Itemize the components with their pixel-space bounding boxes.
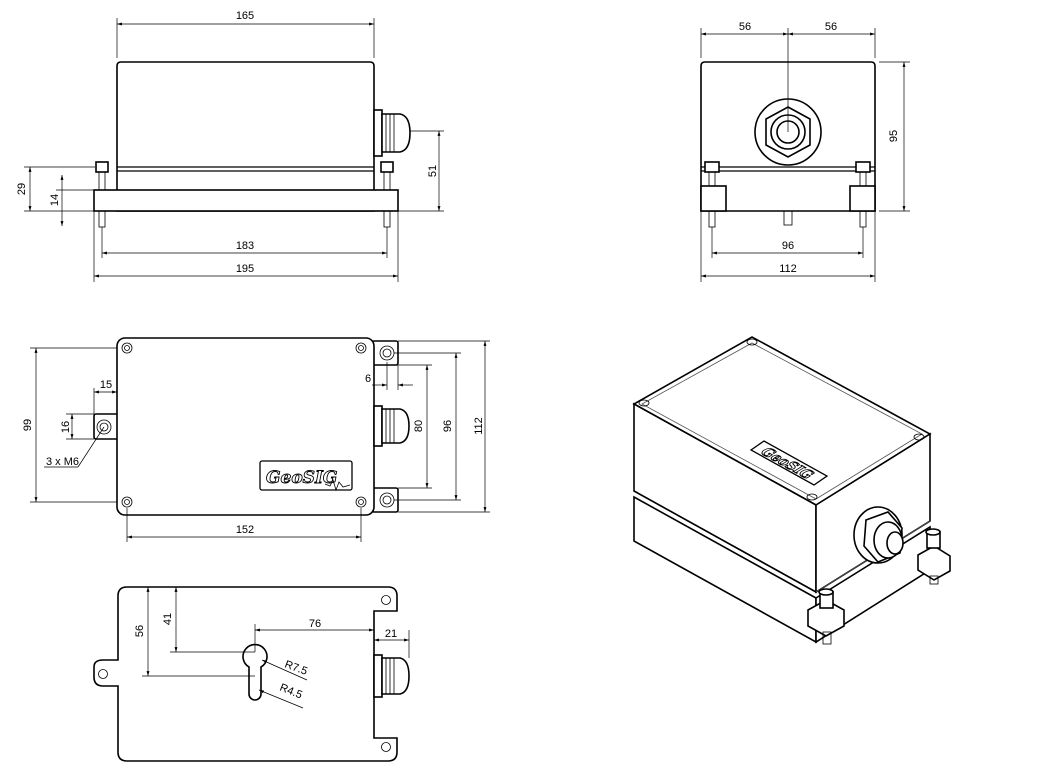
dim-152: 152	[236, 524, 254, 536]
dim-95: 95	[888, 130, 900, 142]
dim-76: 76	[309, 618, 321, 630]
dim-6: 6	[365, 373, 371, 385]
dim-56-left: 56	[739, 21, 751, 33]
iso-bolt-right	[917, 528, 951, 585]
bottom-view: 56 41 76 21 R7.5 R4.5	[93, 586, 410, 762]
dim-56-bottom: 56	[134, 625, 146, 637]
dim-183: 183	[236, 240, 254, 252]
dim-21: 21	[385, 628, 397, 640]
dim-14: 14	[49, 194, 61, 206]
dim-112-side: 112	[779, 263, 797, 275]
side-view: 56 56 95 96 112	[700, 21, 910, 282]
dim-51: 51	[427, 165, 439, 177]
logo-top: GeoSIG	[266, 468, 337, 488]
dim-195: 195	[236, 263, 254, 275]
dim-16: 16	[60, 421, 72, 433]
dim-15: 15	[100, 379, 112, 391]
front-view: 165 29 14 51 183 195	[16, 10, 444, 282]
iso-gland	[853, 506, 904, 564]
iso-bolt-front	[807, 588, 845, 645]
dim-56-right: 56	[825, 21, 837, 33]
isometric-view: GeoSIG	[632, 336, 951, 645]
dim-96-top: 96	[442, 420, 454, 432]
label-3xm6: 3 x M6	[46, 456, 79, 468]
dim-29: 29	[16, 183, 28, 195]
dim-165: 165	[236, 10, 254, 22]
dim-112-top: 112	[473, 417, 485, 435]
dim-41: 41	[162, 613, 174, 625]
dim-80: 80	[413, 420, 425, 432]
dim-96-side: 96	[782, 240, 794, 252]
dim-99: 99	[22, 419, 34, 431]
cable-gland	[373, 109, 411, 157]
top-view: GeoSIG 99 15 16 3 x M6 6 80 96	[22, 337, 490, 542]
